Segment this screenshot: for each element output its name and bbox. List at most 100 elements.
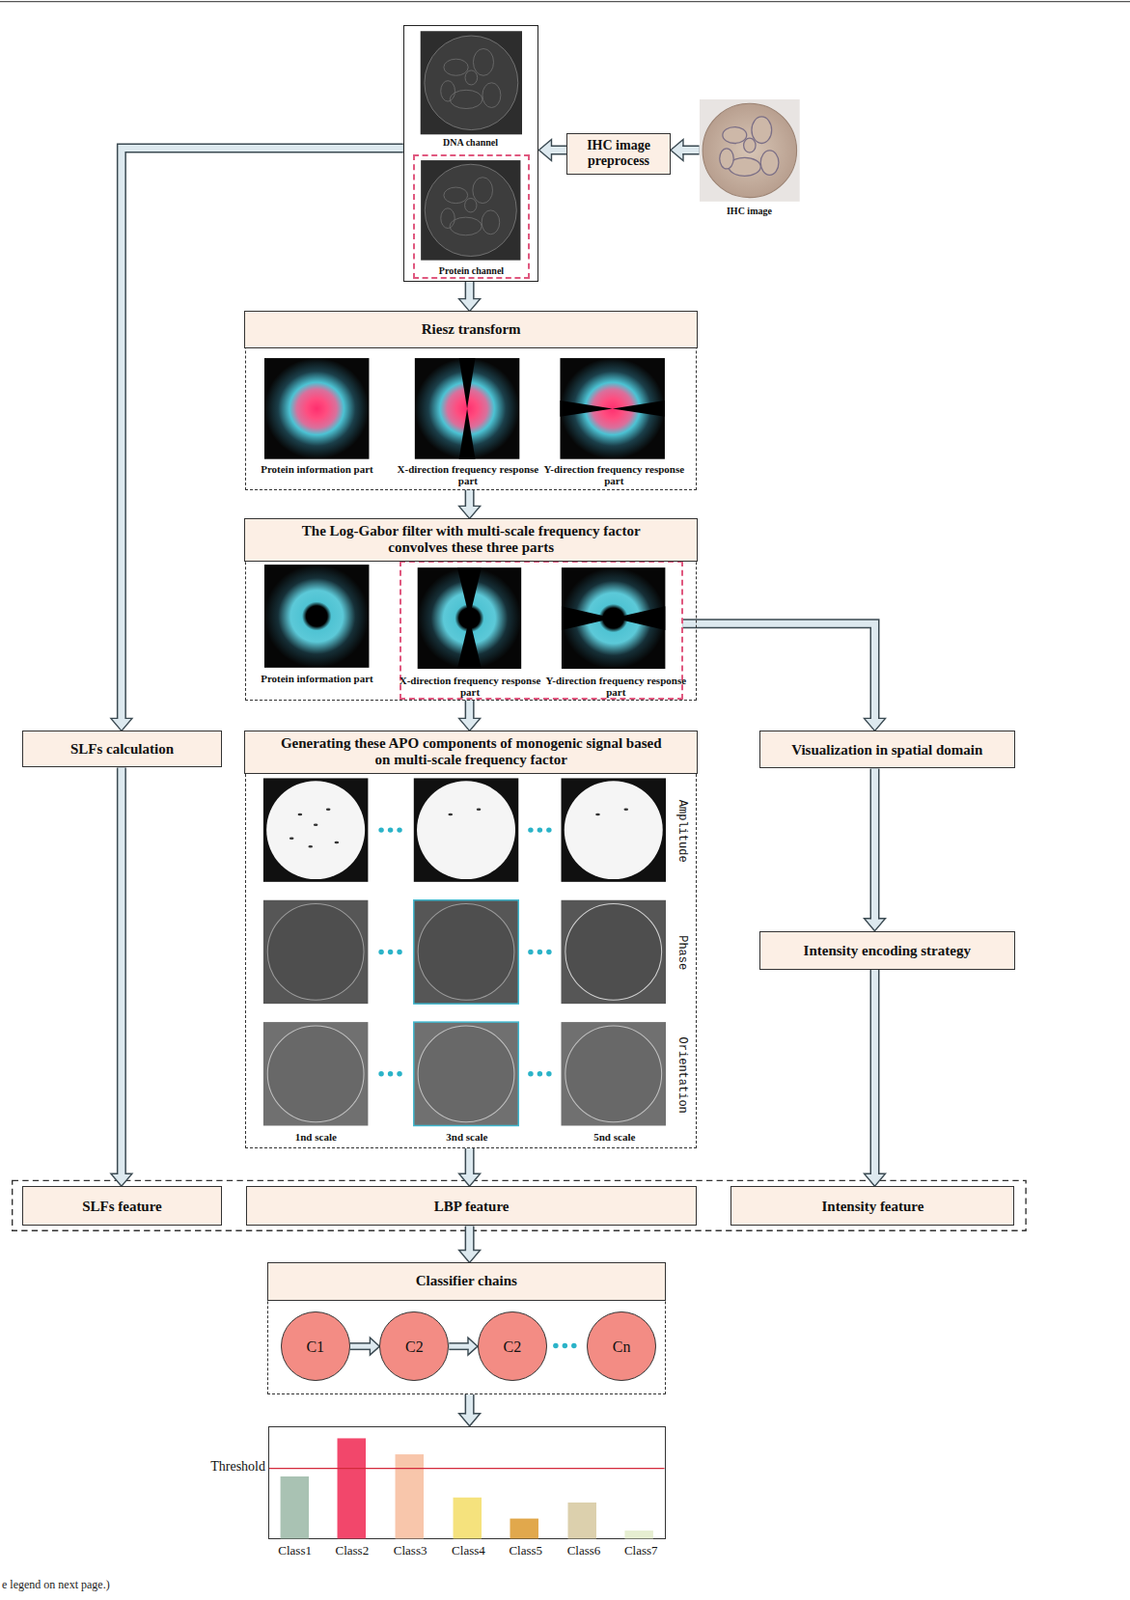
text-label: Amplitude [674,779,689,882]
box-label: SLFs feature [82,1197,163,1215]
classifier-panel: Classifier chainsC1 C2 C2 Cn [267,1263,666,1396]
box-label: Intensity feature [821,1197,924,1215]
panel-header: Riesz transform [244,310,698,349]
image-tile [263,900,368,1004]
classifier-node: Cn [586,1311,657,1381]
text-label: Class6 [558,1543,610,1559]
box-label: C2 [405,1337,424,1356]
box-label: Intensity encoding strategy [803,941,971,960]
illustration [699,99,800,202]
text-label: X-direction frequency response part [398,674,542,698]
box-label: SLFs calculation [70,740,174,758]
flow-arrow [459,700,481,732]
text-label: Phase [674,902,689,1005]
image-tile [559,358,664,460]
text-label: Class7 [615,1543,667,1559]
text-label: Class2 [326,1543,378,1559]
panel-title: Generating these APO components of monog… [273,735,669,770]
image-tile [416,567,521,669]
flow-arrow [459,281,481,312]
text-label: Y-direction frequency response part [544,674,688,698]
input-channels-box: DNA channelProtein channel [403,25,540,282]
text-label: IHC image [688,205,811,217]
process-box: IHC image preprocess [566,133,671,175]
box-label: Cn [612,1337,632,1356]
component-panel: Generating these APO components of monog… [245,730,698,1149]
flow-arrow [448,1337,478,1355]
panel-title: The Log-Gabor filter with multi-scale fr… [273,523,669,557]
flow-arrow [864,969,886,1186]
protein-channel-box: Protein channel [413,154,530,279]
image-tile [264,358,369,460]
flow-arrow [459,490,481,520]
text-label: Y-direction frequency response part [542,463,686,487]
image-tile [699,99,800,202]
image-tile [413,900,519,1004]
flow-arrow [459,1394,481,1427]
text-label: Class1 [269,1543,321,1559]
flow-arrow [538,139,567,162]
image-tile [263,778,368,882]
text-label: Class5 [499,1543,552,1559]
image-tile [560,567,664,669]
feature-box: Intensity feature [730,1185,1015,1226]
box-label: C2 [503,1337,523,1356]
selected-response-box: X-direction frequency response partY-dir… [399,560,684,700]
text-label: Orientation [674,1024,689,1128]
panel-header: Classifier chains [267,1262,667,1301]
flow-arrow [459,1148,481,1186]
feature-box: SLFs feature [22,1185,221,1226]
text-label: Protein information part [245,672,388,685]
flow-arrow [459,1225,481,1263]
text-label: Protein information part [245,463,388,475]
image-tile [413,778,519,882]
classifier-node: C2 [379,1311,449,1381]
text-label: 1nd scale [275,1130,358,1144]
image-tile [560,778,665,882]
image-tile [413,1021,519,1126]
panel-title: Riesz transform [421,321,522,338]
text-label: Protein channel [414,265,527,276]
text-label: Threshold [197,1459,266,1476]
flow-arrow [670,139,700,162]
input-image: IHC image [699,99,800,202]
box-label: C1 [305,1337,325,1356]
panel-header: The Log-Gabor filter with multi-scale fr… [244,518,698,562]
flow-arrow [110,147,404,731]
text-label: 3nd scale [426,1130,509,1144]
process-box: Intensity encoding strategy [759,931,1016,970]
classifier-node: C2 [477,1311,548,1381]
text-label: Class3 [385,1543,437,1559]
illustration [246,731,697,1148]
text-label: 5nd scale [573,1130,656,1144]
panel-title: Classifier chains [415,1272,518,1290]
image-tile [560,900,665,1004]
image-tile [560,1021,665,1126]
box-label: Visualization in spatial domain [791,741,983,759]
image-tile [420,160,521,261]
feature-box: LBP feature [246,1185,698,1226]
filter-panel: The Log-Gabor filter with multi-scale fr… [245,518,698,700]
flow-arrow [350,1337,381,1355]
note-text: e legend on next page.) [1,1577,111,1592]
text-label: Class4 [442,1543,495,1559]
classifier-node: C1 [280,1311,351,1381]
transform-panel: Riesz transformProtein information part X… [245,311,698,491]
image-tile [414,358,520,460]
score-chart: ThresholdClass1Class2Class3Class4Class5C… [268,1426,666,1540]
text-label: X-direction frequency response part [396,463,540,487]
text-label: DNA channel [404,137,538,148]
flow-arrow [683,623,886,731]
flow-arrow [110,767,133,1186]
feature-group-outline [12,1180,1026,1231]
box-label: LBP feature [434,1197,510,1215]
process-box: Visualization in spatial domain [759,730,1016,769]
box-label: IHC image preprocess [573,137,664,169]
image-tile [264,564,369,668]
illustration [414,156,528,277]
flow-arrow [864,768,886,931]
process-box: SLFs calculation [22,730,221,768]
top-rule [0,0,1130,2]
panel-header: Generating these APO components of monog… [244,730,698,774]
